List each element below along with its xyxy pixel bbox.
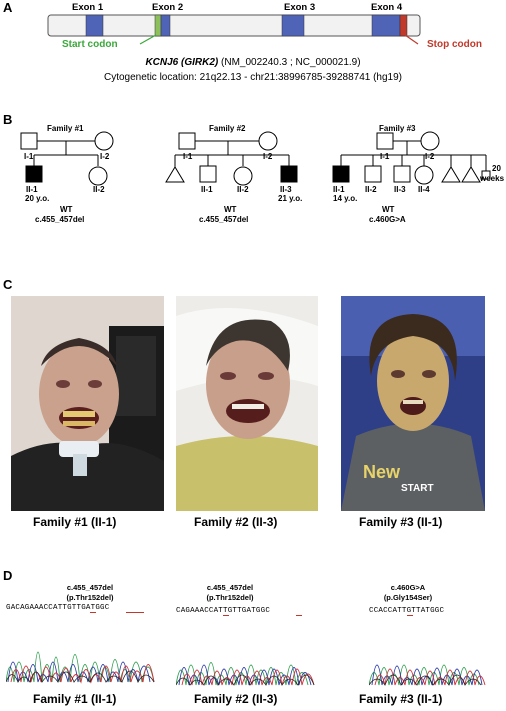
fam3-mother (420, 131, 440, 151)
fam3-id-i1: I-1 (380, 152, 390, 161)
fam3-title: Family #3 (379, 124, 416, 133)
start-codon-label: Start codon (62, 39, 118, 50)
fam1-id-i2: I-2 (100, 152, 110, 161)
exon-3-block (281, 14, 305, 37)
fam2-father (178, 132, 196, 150)
gene-name-line: KCNJ6 (GIRK2) (NM_002240.3 ; NC_000021.9… (0, 57, 506, 68)
fam1-id-ii2: II-2 (93, 185, 105, 194)
chrom1-caption: Family #1 (II-1) (33, 692, 117, 706)
fam2-id-ii2: II-2 (237, 185, 249, 194)
fam3-genotype-wt: WT (382, 205, 395, 214)
chrom1-sequence: GACAGAAACCATTGTTGATGGC (6, 604, 110, 612)
patient-photo-family2-art (176, 296, 318, 511)
exon-1-label: Exon 1 (72, 2, 104, 13)
start-codon-pointer (139, 34, 157, 45)
cytogenetic-location: Cytogenetic location: 21q22.13 - chr21:3… (104, 72, 402, 83)
svg-text:New: New (363, 462, 401, 482)
chrom3-protein: (p.Gly154Ser) (383, 593, 433, 602)
exon-4-block (371, 14, 401, 37)
fam3-daughter (414, 165, 434, 185)
panel-label-b: B (3, 112, 13, 127)
fam1-proband (25, 165, 43, 183)
fam2-son (199, 165, 217, 183)
fam2-daughter (233, 166, 253, 186)
chrom3-mutation: c.460G>A (390, 583, 426, 592)
fam1-father (20, 132, 38, 150)
chrom3-caption: Family #3 (II-1) (359, 692, 443, 706)
fam3-fetus (481, 170, 491, 180)
panel-label-a: A (3, 0, 13, 15)
gene-diagram (47, 14, 421, 45)
fam1-mother (94, 131, 114, 151)
patient-photo-family1 (11, 296, 164, 511)
exon-1-block (85, 14, 104, 37)
fam3-fetus-age: 20 (492, 164, 501, 173)
exon-4-label: Exon 4 (371, 2, 403, 13)
stop-codon-pointer (404, 34, 419, 45)
photo-caption-family1: Family #1 (II-1) (33, 515, 117, 529)
fam2-id-i2: I-2 (263, 152, 273, 161)
fam2-title: Family #2 (209, 124, 246, 133)
fam3-miscarriage-1 (441, 166, 461, 183)
fam3-id-ii3: II-3 (394, 185, 406, 194)
gene-bar (47, 14, 421, 37)
patient-photo-family3: New START (341, 296, 485, 511)
chrom3-trace (369, 615, 486, 686)
fam1-genotype-mut: c.455_457del (35, 215, 85, 224)
chrom2-protein: (p.Thr152del) (206, 593, 254, 602)
chrom2-caption: Family #2 (II-3) (194, 692, 278, 706)
gene-name: KCNJ6 (GIRK2) (145, 57, 219, 68)
chrom2-mutation: c.455_457del (206, 583, 254, 592)
pedigree-diagrams (20, 131, 491, 186)
fam2-id-i1: I-1 (183, 152, 193, 161)
fam1-title: Family #1 (47, 124, 84, 133)
fam3-id-ii4: II-4 (418, 185, 430, 194)
fam3-id-ii1: II-1 (333, 185, 345, 194)
patient-photo-family2 (176, 296, 318, 511)
fam3-son-2 (364, 165, 382, 183)
chrom3-sequence: CCACCATTGTTATGGC (369, 607, 445, 615)
fam2-id-ii3: II-3 (280, 185, 292, 194)
fam1-id-i1: I-1 (24, 152, 34, 161)
exon-2-start-segment (154, 14, 162, 37)
fam1-genotype-wt: WT (60, 205, 73, 214)
fam3-age: 14 y.o. (333, 194, 358, 203)
photo-caption-family2: Family #2 (II-3) (194, 515, 278, 529)
fam2-mother (258, 131, 278, 151)
fam3-genotype-mut: c.460G>A (369, 215, 406, 224)
chrom1-protein: (p.Thr152del) (66, 593, 114, 602)
fam2-id-ii1: II-1 (201, 185, 213, 194)
panel-label-c: C (3, 277, 13, 292)
chrom1-mutation: c.455_457del (66, 583, 114, 592)
gene-accession: (NM_002240.3 ; NC_000021.9) (218, 57, 361, 68)
panel-label-d: D (3, 568, 13, 583)
fam3-fetus-unit: weeks (480, 174, 505, 183)
fam1-id-ii1: II-1 (26, 185, 38, 194)
fam2-genotype-wt: WT (224, 205, 237, 214)
stop-codon-label: Stop codon (427, 39, 482, 50)
chrom1-trace (6, 612, 155, 684)
fam3-id-i2: I-2 (425, 152, 435, 161)
exon-4-stop-segment (399, 14, 408, 37)
exon-2-label: Exon 2 (152, 2, 184, 13)
fam1-age: 20 y.o. (25, 194, 50, 203)
fam1-sibling (88, 166, 108, 186)
patient-photo-family1-art (11, 296, 164, 511)
fam2-miscarriage (165, 166, 185, 183)
chrom2-trace (176, 615, 315, 686)
fam3-id-ii2: II-2 (365, 185, 377, 194)
fam2-proband (280, 165, 298, 183)
svg-text:START: START (401, 483, 434, 494)
fam2-age: 21 y.o. (278, 194, 303, 203)
exon-3-label: Exon 3 (284, 2, 316, 13)
fam3-father (376, 132, 394, 150)
fam3-proband (332, 165, 350, 183)
chrom2-sequence: CAGAAACCATTGTTGATGGC (176, 607, 271, 615)
fam3-son-3 (393, 165, 411, 183)
patient-photo-family3-art: New START (341, 296, 485, 511)
fam3-miscarriage-2 (461, 166, 481, 183)
photo-caption-family3: Family #3 (II-1) (359, 515, 443, 529)
fam2-genotype-mut: c.455_457del (199, 215, 249, 224)
exon-2-block (160, 14, 171, 37)
